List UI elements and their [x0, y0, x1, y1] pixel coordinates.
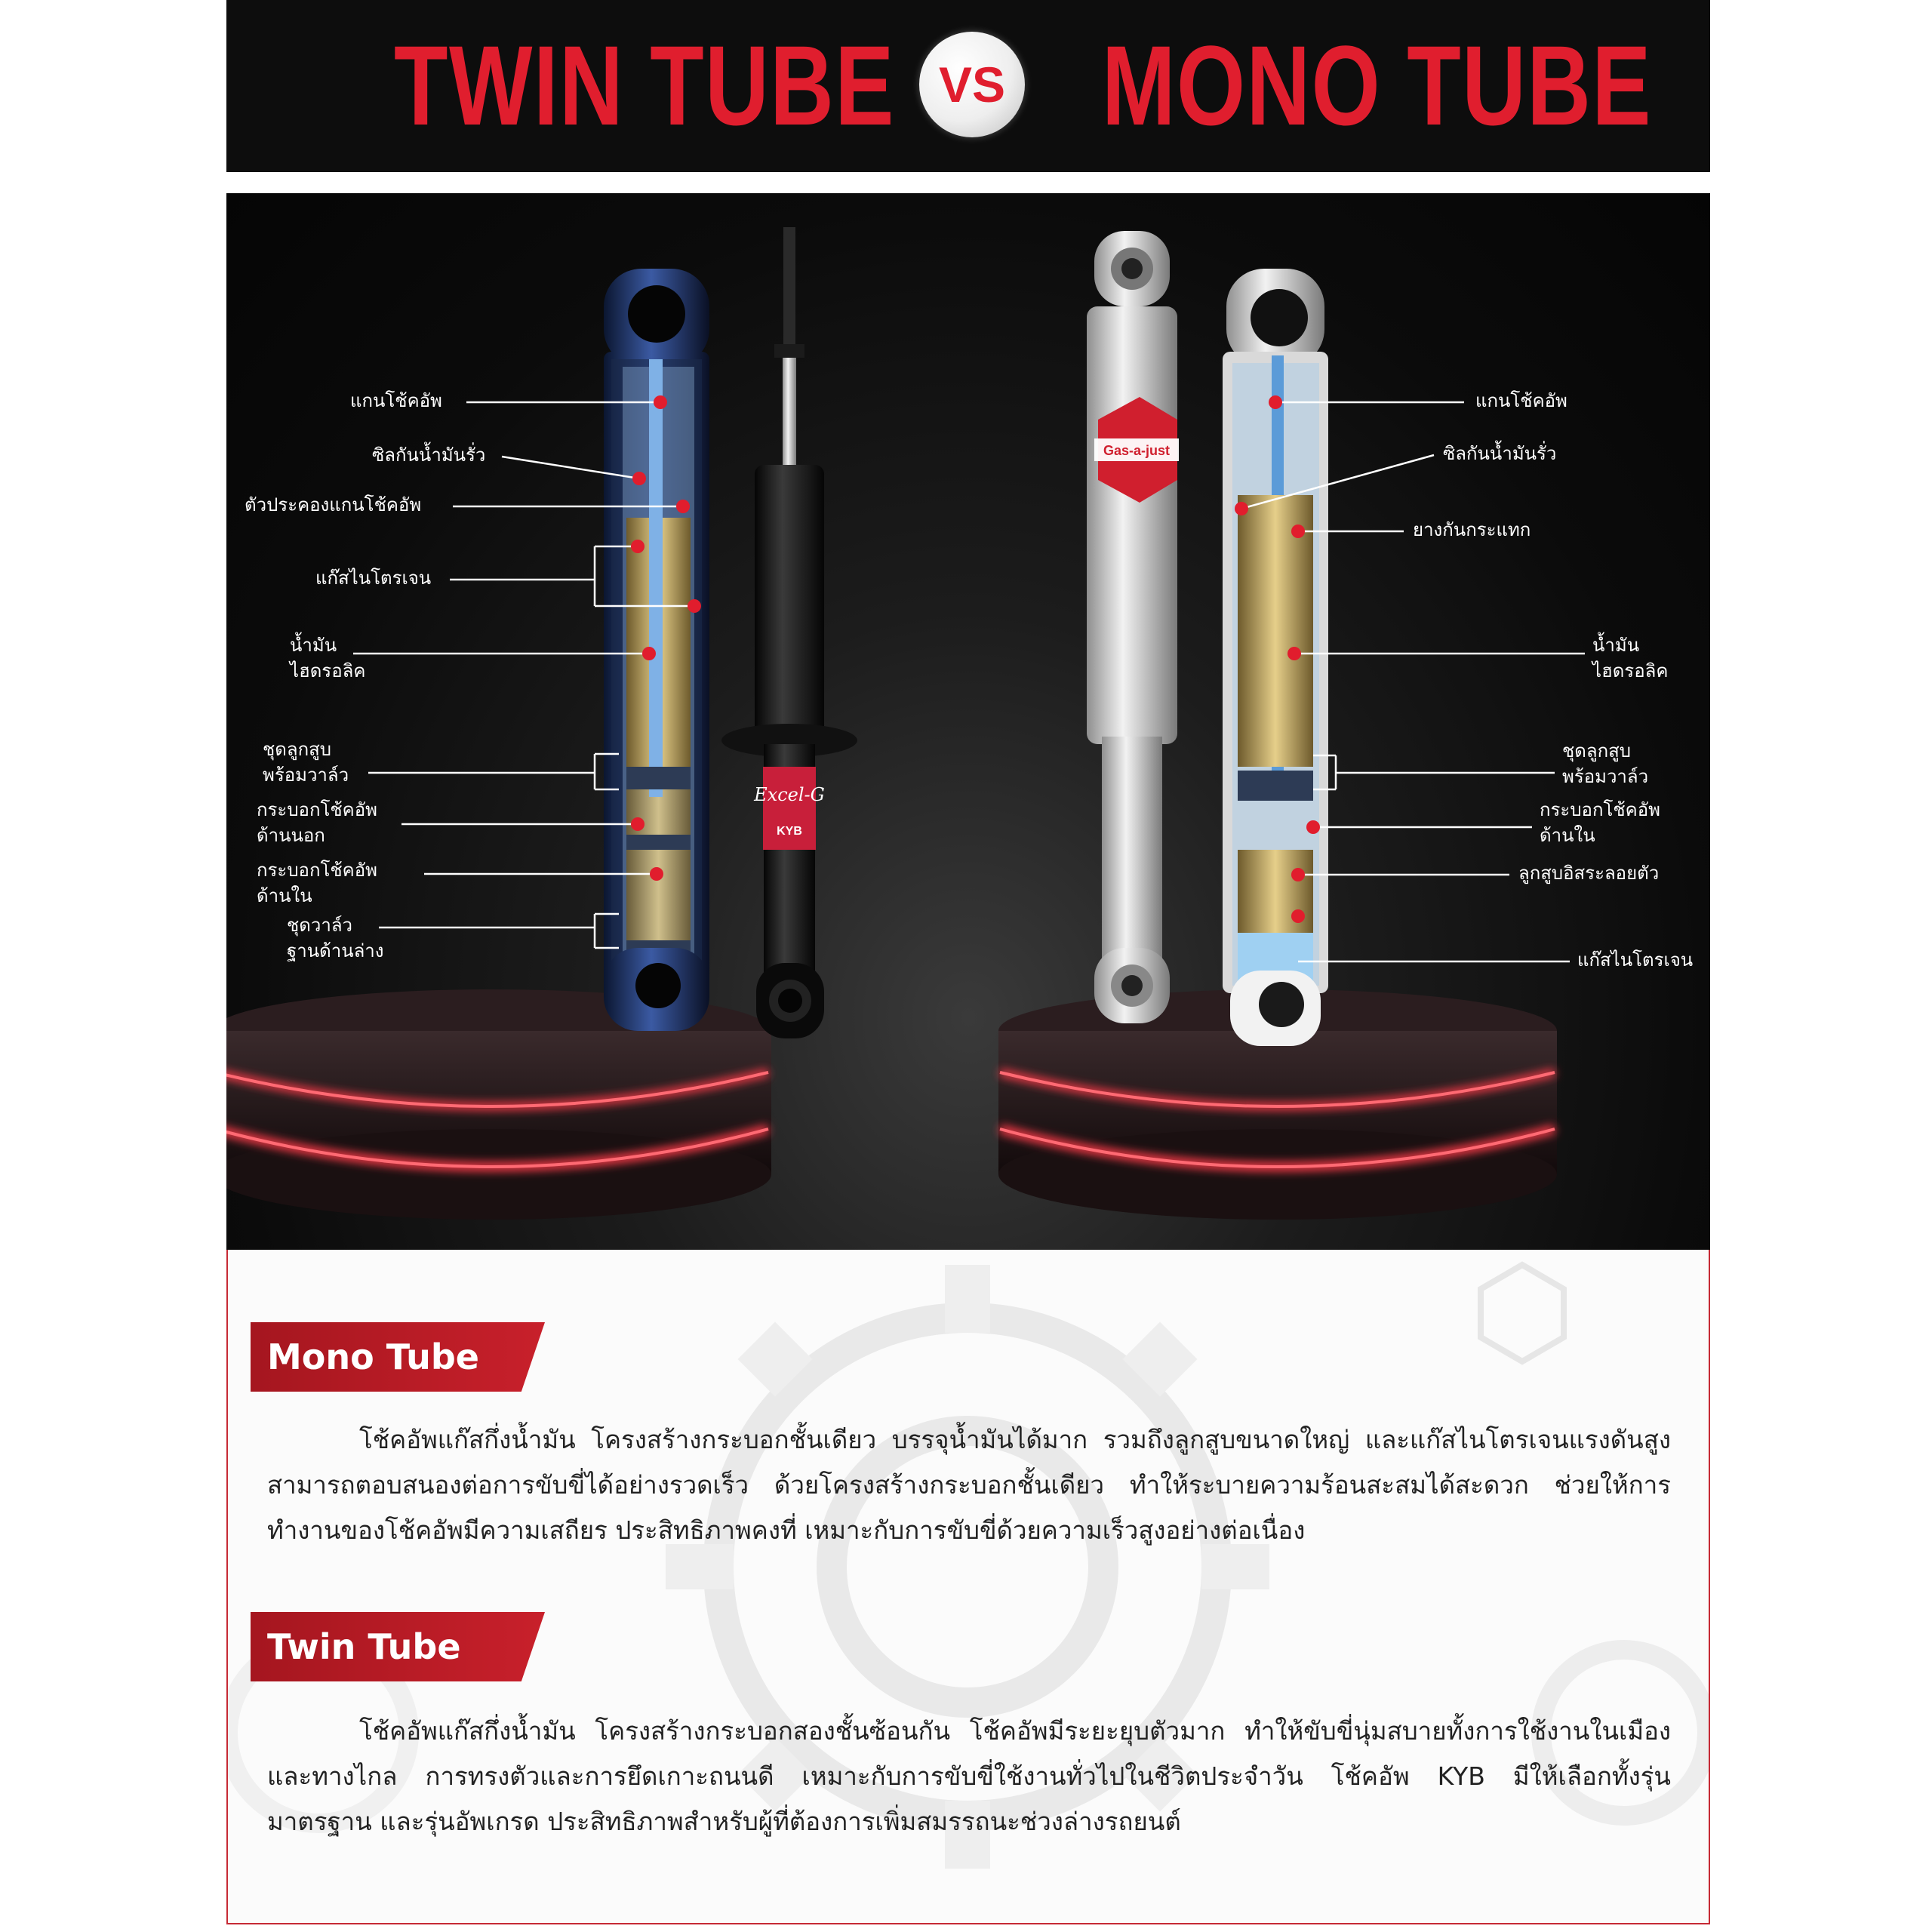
title-banner: TWIN TUBE VS MONO TUBE — [226, 0, 1710, 172]
left-pedestal — [226, 989, 771, 1220]
kyb-logo: KYB — [777, 825, 802, 838]
mono-tube-title: MONO TUBE — [1102, 22, 1653, 149]
mono-label-oil-seal: ซิลกันน้ำมันรั่ว — [1443, 443, 1557, 464]
excel-g-logo: Excel-G — [753, 784, 825, 805]
mono-tube-callout-dots — [1235, 395, 1320, 923]
header-divider — [226, 178, 1710, 187]
twin-label-base-valve: ชุดวาล์วฐานด้านล่าง — [287, 915, 384, 961]
twin-label-oil-seal: ซิลกันน้ำมันรั่ว — [372, 445, 486, 466]
mono-label-hydraulic-oil: น้ำมันไฮดรอลิค — [1592, 635, 1669, 681]
mono-tube-description: โช้คอัพแก๊สกึ่งน้ำมัน โครงสร้างกระบอกชั้… — [267, 1425, 1671, 1545]
shock-absorber-illustration: Excel-G KYB Gas-a-just — [226, 193, 1710, 1250]
description-panel: Mono Tube โช้คอัพแก๊สกึ่งน้ำมัน โครงสร้า… — [226, 1250, 1710, 1924]
vs-badge: VS — [919, 32, 1025, 137]
mono-label-free-piston: ลูกสูบอิสระลอยตัว — [1518, 863, 1660, 884]
mono-label-piston-rod: แกนโช้คอัพ — [1475, 390, 1567, 411]
mono-label-piston-valve: ชุดลูกสูบพร้อมวาล์ว — [1562, 740, 1649, 787]
twin-label-piston-valve: ชุดลูกสูบพร้อมวาล์ว — [263, 739, 349, 786]
twin-label-nitrogen-gas: แก๊สไนโตรเจน — [315, 568, 432, 589]
twin-label-outer-tube: กระบอกโช้คอัพด้านนอก — [257, 799, 377, 846]
mono-tube-callout-lines — [1241, 401, 1585, 963]
twin-tube-callout-dots — [631, 395, 701, 881]
gas-a-just-logo: Gas-a-just — [1103, 443, 1170, 458]
twin-tube-callout-lines — [353, 401, 694, 949]
mono-tube-cutaway — [1223, 269, 1328, 1046]
mono-label-bump-rubber: ยางกันกระแทก — [1413, 519, 1531, 540]
infographic-sheet: TWIN TUBE VS MONO TUBE — [226, 0, 1710, 1932]
twin-label-inner-tube: กระบอกโช้คอัพด้านใน — [257, 860, 377, 906]
shock-absorbers-graphic: Excel-G KYB Gas-a-just — [226, 227, 1585, 1220]
twin-tube-title: TWIN TUBE — [394, 22, 895, 149]
right-pedestal — [998, 989, 1557, 1220]
twin-tube-heading: Twin Tube — [251, 1612, 545, 1681]
twin-tube-cutaway — [604, 269, 709, 1031]
gas-a-just-shock: Gas-a-just — [1087, 231, 1179, 1023]
excel-g-shock: Excel-G KYB — [721, 227, 857, 1038]
twin-tube-description: โช้คอัพแก๊สกึ่งน้ำมัน โครงสร้างกระบอกสอง… — [267, 1716, 1671, 1836]
mono-tube-heading: Mono Tube — [251, 1322, 545, 1392]
mono-label-inner-tube: กระบอกโช้คอัพด้านใน — [1540, 799, 1660, 846]
twin-label-hydraulic-oil: น้ำมันไฮดรอลิค — [290, 635, 366, 681]
twin-label-piston-rod: แกนโช้คอัพ — [350, 390, 442, 411]
mono-label-nitrogen-gas: แก๊สไนโตรเจน — [1577, 949, 1694, 971]
gear-watermark — [228, 1261, 1709, 1869]
twin-label-rod-guide: ตัวประคองแกนโช้คอัพ — [245, 494, 422, 515]
